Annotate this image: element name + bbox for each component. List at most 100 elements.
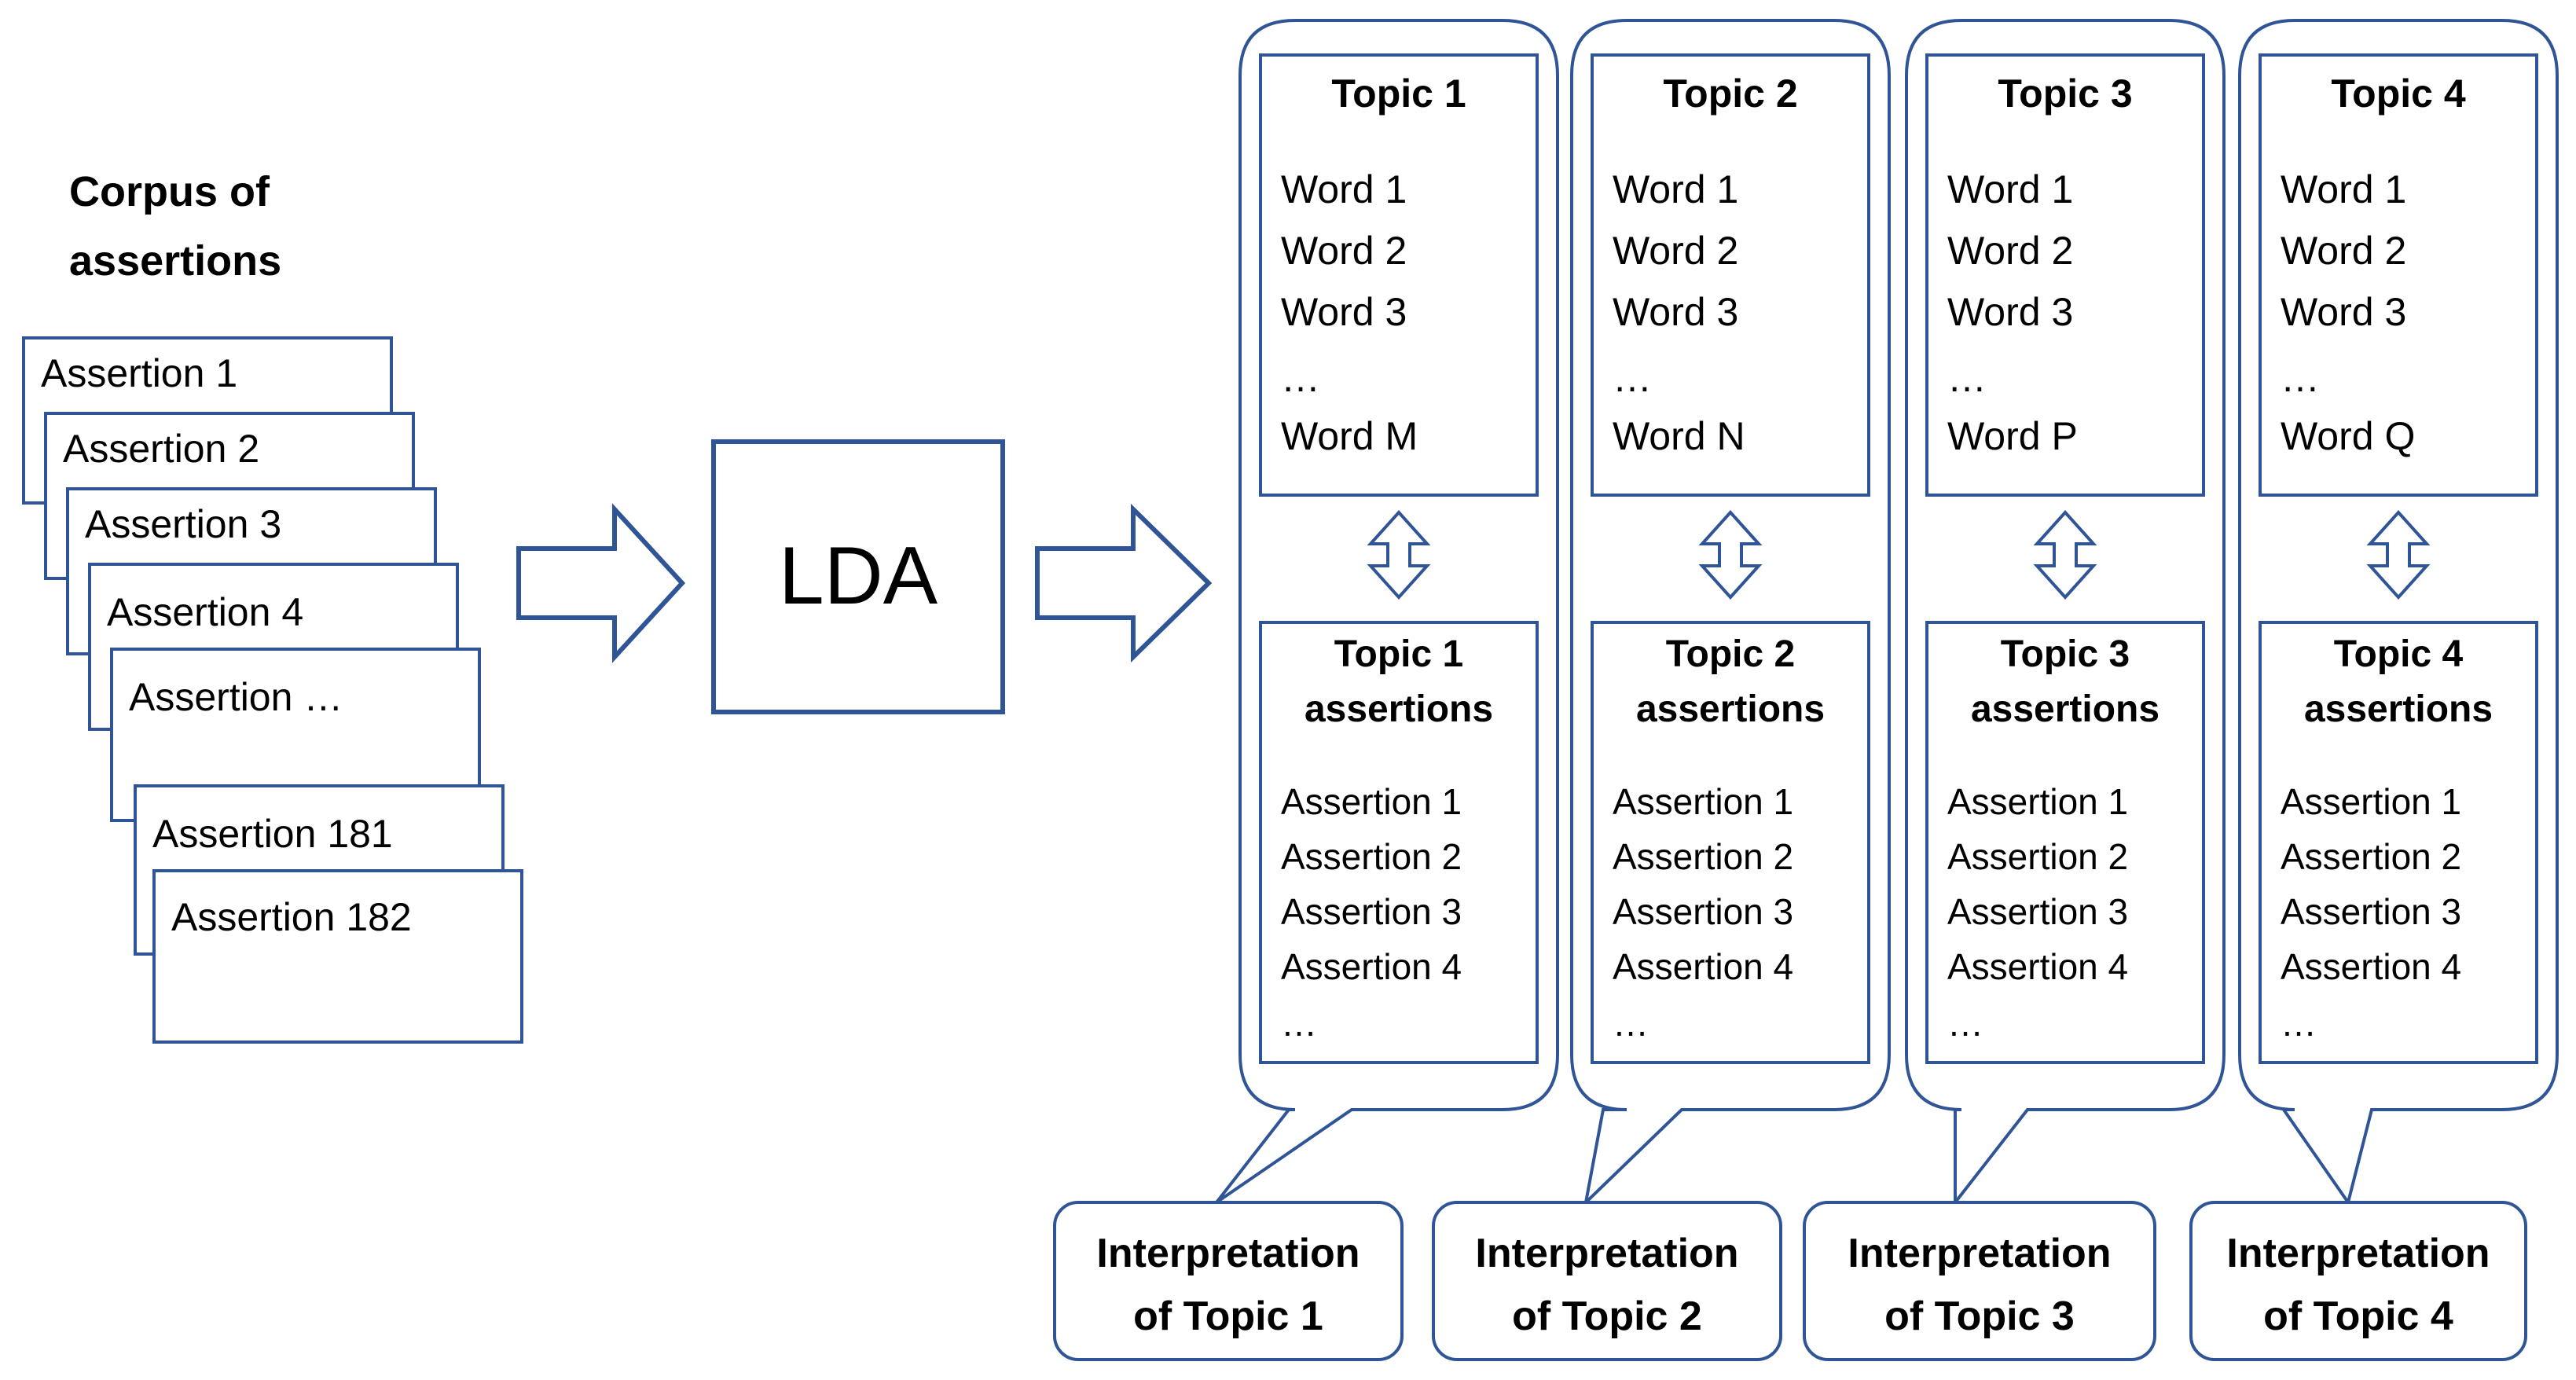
topic-assertion-item: Assertion 1 <box>1947 781 2128 822</box>
bidirectional-arrow-icon <box>1698 510 1763 600</box>
topic-assertion-item: … <box>2281 1003 2317 1044</box>
topic-word: Word 3 <box>1947 290 2073 334</box>
topic-columns: Topic 1 Word 1 Word 2 Word 3 … Word M Topic 1 a… <box>1053 19 2559 1361</box>
topic-title: Topic 3 <box>1998 72 2132 116</box>
topic-word: Word P <box>1947 414 2078 458</box>
topic-assertions-title-line: Topic 3 <box>2001 633 2130 675</box>
corpus-title-line-2: assertions <box>69 237 281 284</box>
lda-label: LDA <box>779 530 938 622</box>
topic-assertions-box <box>1259 621 1539 1064</box>
interpretation-box: Interpretation of Topic 4 <box>2189 1201 2527 1361</box>
topic-title: Topic 2 <box>1663 72 1797 116</box>
assertion-card-label: Assertion 2 <box>63 427 259 471</box>
bidirectional-arrow-icon <box>1367 510 1431 600</box>
topic-word: … <box>1281 356 1320 400</box>
assertion-card-label: Assertion 3 <box>85 502 281 546</box>
assertion-card-label: Assertion 182 <box>171 895 412 939</box>
topic-assertion-item: Assertion 2 <box>2281 836 2461 877</box>
right-arrow-icon <box>516 503 686 663</box>
topic-words-box <box>1925 53 2205 497</box>
topic-assertion-item: Assertion 4 <box>2281 946 2461 987</box>
topic-assertion-item: Assertion 3 <box>2281 891 2461 932</box>
topic-assertion-item: Assertion 4 <box>1281 946 1462 987</box>
topic-word: Word 3 <box>1613 290 1738 334</box>
topic-word: … <box>1613 356 1652 400</box>
topic-assertion-item: Assertion 4 <box>1947 946 2128 987</box>
interpretation-frame <box>1803 1201 2156 1361</box>
interpretation-box: Interpretation of Topic 2 <box>1432 1201 1782 1361</box>
topic-assertions-title-line: Topic 2 <box>1666 633 1795 675</box>
bidirectional-arrow-icon <box>2366 510 2431 600</box>
topic-assertions-title-line: Topic 4 <box>2334 633 2464 675</box>
assertion-card-label: Assertion 1 <box>41 351 237 395</box>
topic-word: Word 2 <box>1613 229 1738 273</box>
interpretation-box: Interpretation of Topic 3 <box>1803 1201 2156 1361</box>
topic-assertion-item: Assertion 3 <box>1613 891 1793 932</box>
topic-word: … <box>1947 356 1987 400</box>
topic-assertion-item: Assertion 1 <box>2281 781 2461 822</box>
topic-column: Topic 3 Word 1 Word 2 Word 3 … Word P Topic 3 a… <box>1905 19 2226 1207</box>
topic-assertions-title-line: assertions <box>2304 688 2493 730</box>
topic-word: Word 1 <box>1947 167 2073 211</box>
right-arrow-icon <box>1035 503 1213 663</box>
interpretation-label-line: Interpretation <box>1848 1231 2111 1276</box>
topic-word: Word 2 <box>2281 229 2406 273</box>
assertion-card: Assertion 182 <box>152 869 523 1044</box>
corpus-title-line-1: Corpus of <box>69 168 270 215</box>
topic-column: Topic 2 Word 1 Word 2 Word 3 … Word N Topic 2 a… <box>1570 19 1891 1207</box>
topic-word: Word N <box>1613 414 1745 458</box>
topic-assertion-item: Assertion 1 <box>1281 781 1462 822</box>
topic-assertion-item: … <box>1613 1003 1649 1044</box>
interpretation-label-line: of Topic 2 <box>1512 1294 1702 1339</box>
topic-word: … <box>2281 356 2320 400</box>
bidirectional-arrow-icon <box>2033 510 2097 600</box>
interpretation-label-line: Interpretation <box>2226 1231 2490 1276</box>
topic-word: Word 1 <box>2281 167 2406 211</box>
topic-word: Word 2 <box>1947 229 2073 273</box>
interpretation-label-line: of Topic 1 <box>1133 1294 1323 1339</box>
topic-assertion-item: Assertion 2 <box>1947 836 2128 877</box>
topic-assertions-title-line: assertions <box>1971 688 2160 730</box>
topic-assertion-item: Assertion 3 <box>1281 891 1462 932</box>
assertion-card-label: Assertion … <box>129 675 343 719</box>
interpretation-frame <box>1432 1201 1782 1361</box>
interpretation-frame <box>1053 1201 1404 1361</box>
topic-title: Topic 4 <box>2331 72 2466 116</box>
assertion-card-label: Assertion 4 <box>107 590 303 634</box>
topic-word: Word 3 <box>2281 290 2406 334</box>
interpretation-label-line: of Topic 4 <box>2263 1294 2453 1339</box>
topic-title: Topic 1 <box>1331 72 1466 116</box>
topic-assertions-title-line: Topic 1 <box>1334 633 1463 675</box>
topic-assertion-item: Assertion 2 <box>1281 836 1462 877</box>
topic-assertion-item: Assertion 1 <box>1613 781 1793 822</box>
topic-words-box <box>1259 53 1539 497</box>
topic-word: Word 3 <box>1281 290 1407 334</box>
topic-word: Word Q <box>2281 414 2415 458</box>
topic-assertion-item: Assertion 3 <box>1947 891 2128 932</box>
interpretation-label-line: Interpretation <box>1475 1231 1738 1276</box>
topic-word: Word 1 <box>1613 167 1738 211</box>
topic-column: Topic 4 Word 1 Word 2 Word 3 … Word Q Topic 4 a… <box>2238 19 2559 1206</box>
interpretation-label-line: of Topic 3 <box>1884 1294 2075 1339</box>
interpretation-box: Interpretation of Topic 1 <box>1053 1201 1404 1361</box>
topic-word: Word M <box>1281 414 1418 458</box>
topic-assertion-item: Assertion 4 <box>1613 946 1793 987</box>
topic-column: Topic 1 Word 1 Word 2 Word 3 … Word M Topic 1 a… <box>1215 19 1559 1204</box>
topic-assertion-item: Assertion 2 <box>1613 836 1793 877</box>
topic-assertions-box <box>1591 621 1870 1064</box>
assertion-card-stack: Assertion 1 Assertion 2 Assertion 3 Asse… <box>22 336 523 1044</box>
topic-assertions-title-line: assertions <box>1636 688 1825 730</box>
topic-assertions-title-line: assertions <box>1305 688 1493 730</box>
topic-assertions-box <box>2259 621 2538 1064</box>
topic-assertion-item: … <box>1281 1003 1317 1044</box>
topic-words-box <box>1591 53 1870 497</box>
topic-assertions-box <box>1925 621 2205 1064</box>
interpretation-frame <box>2189 1201 2527 1361</box>
lda-box: LDA <box>711 439 1005 714</box>
topic-words-box <box>2259 53 2538 497</box>
topic-word: Word 1 <box>1281 167 1407 211</box>
interpretation-label-line: Interpretation <box>1096 1231 1360 1276</box>
topic-word: Word 2 <box>1281 229 1407 273</box>
topic-assertion-item: … <box>1947 1003 1983 1044</box>
